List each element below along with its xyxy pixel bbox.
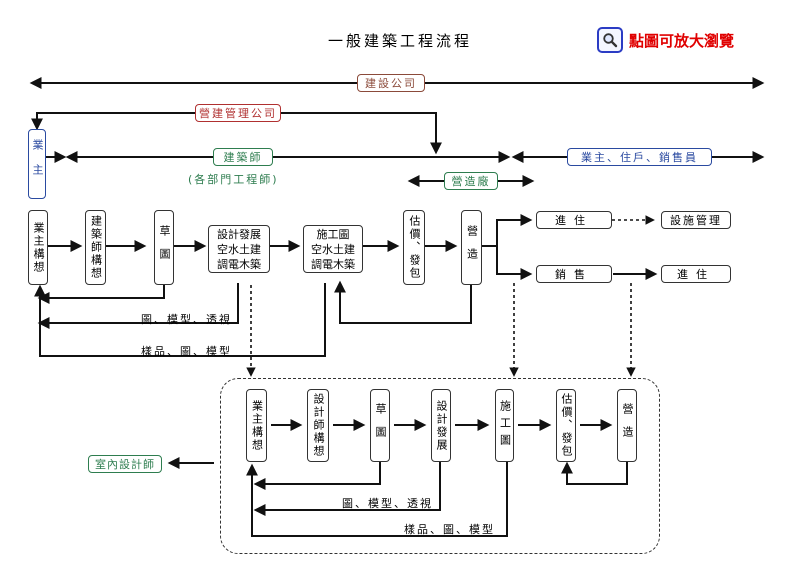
owner-label: 業主 (28, 129, 46, 199)
page-title: 一般建築工程流程 (327, 32, 472, 50)
interior-samples-label: 樣品、圖、模型 (404, 523, 495, 536)
sales-box: 銷售 (536, 265, 612, 283)
buyers-label: 業主、住戶、銷售員 (567, 148, 712, 166)
feedback-construct (334, 280, 472, 324)
magnifier-icon[interactable] (597, 27, 623, 53)
construction-manager-label: 營建管理公司 (195, 104, 281, 122)
interior-design-region (220, 378, 660, 554)
facility-management-box: 設施管理 (661, 211, 731, 229)
feedback-samples-label: 樣品、圖、模型 (141, 345, 232, 358)
architect-label: 建築師 (213, 148, 273, 166)
feedback-construction (34, 283, 326, 357)
construction-box: 營造 (461, 210, 482, 285)
developer-label: 建設公司 (357, 74, 425, 92)
feedback-i-construct (561, 461, 628, 485)
feedback-i-sketch (253, 462, 381, 490)
architect-note: (各部門工程師) (188, 173, 279, 186)
feedback-i-design (253, 462, 441, 516)
interior-designer-label: 室內設計師 (88, 455, 162, 473)
feedback-i-construction (246, 462, 508, 537)
feedback-sketch (37, 283, 165, 304)
interior-construction-box: 營造 (617, 389, 637, 462)
move-in-box: 進住 (536, 211, 612, 229)
zoom-label[interactable]: 點圖可放大瀏覽 (629, 31, 735, 50)
contractor-label: 營造廠 (444, 172, 498, 190)
zoom-link[interactable]: 點圖可放大瀏覽 (597, 25, 734, 55)
sketch-box: 草圖 (154, 210, 174, 285)
interior-construction-drawing-box: 施工圖 (495, 389, 514, 462)
arrow-construct-movein (482, 214, 533, 247)
interior-design-dev-box: 設計發展 (431, 389, 451, 462)
interior-owner-concept-box: 業主構想 (246, 389, 267, 462)
feedback-design (37, 283, 239, 329)
estimate-tender-box: 估價、發包 (403, 210, 425, 285)
interior-estimate-box: 估價、發包 (556, 389, 576, 462)
architect-concept-box: 建築師構想 (85, 210, 106, 285)
interior-sketch-box: 草圖 (370, 389, 390, 462)
construction-drawing-box: 施工圖 空水土建 調電木築 (303, 225, 363, 273)
design-development-box: 設計發展 空水土建 調電木築 (208, 225, 270, 273)
owner-concept-box: 業主構想 (28, 210, 48, 285)
feedback-drawings-label: 圖、模型、透視 (141, 313, 232, 326)
move-in-final-box: 進住 (661, 265, 731, 283)
interior-designer-concept-box: 設計師構想 (307, 389, 329, 462)
interior-drawings-label: 圖、模型、透視 (342, 497, 433, 510)
arrow-construct-sales (496, 246, 533, 280)
